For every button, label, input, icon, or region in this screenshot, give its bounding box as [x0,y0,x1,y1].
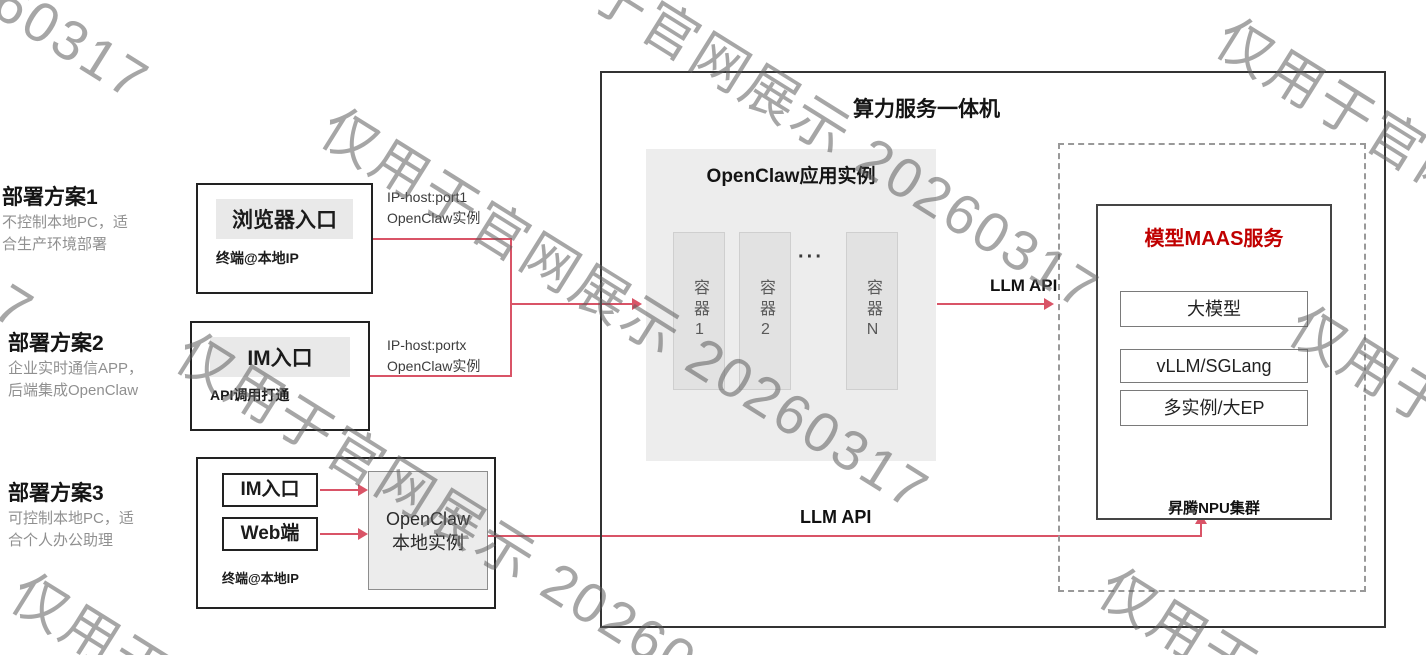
watermark-text: 仅用于官网展示 20260317 [0,0,46,343]
llm-api-bottom-label: LLM API [800,507,872,527]
maas-footer-npu-cluster: 昇腾NPU集群 [1168,500,1260,517]
container-2: 容器2 [739,232,791,390]
container-ellipsis: ··· [798,246,824,268]
local-instance-box: OpenClaw 本地实例 [368,471,488,590]
arrow-right-icon [358,484,368,496]
connector-line [320,533,360,535]
im-entry-box: IM入口 API调用打通 [190,321,370,431]
server-title: 算力服务一体机 [853,98,1000,121]
scheme2-desc-line2: 后端集成OpenClaw [8,382,139,399]
maas-title: 模型MAAS服务 [1144,228,1284,250]
connector-line [373,238,512,240]
web-entry-small-box: Web端 [222,517,318,551]
container-n-label: 容器N [864,279,881,343]
scheme3-desc-line2: 合个人办公助理 [8,532,114,549]
scheme2-title: 部署方案2 [8,332,104,355]
scheme1-conn-label-line1: IP-host:port1 [387,189,468,205]
app-cluster-title: OpenClaw应用实例 [706,166,876,187]
watermark-text: 仅用于官网展示 20260317 [0,0,168,117]
arrow-right-icon [358,528,368,540]
local-instance-line1: OpenClaw [385,508,471,529]
browser-entry-subtitle: 终端@本地IP [216,250,299,266]
connector-line [510,238,512,377]
container-1-label: 容器1 [691,279,708,343]
im-entry-title: IM入口 [210,337,350,377]
arrow-right-icon [632,298,642,310]
scheme3-desc-line1: 可控制本地PC，适 [8,510,134,527]
scheme1-desc-line1: 不控制本地PC，适 [2,214,128,231]
container-n: 容器N [846,232,898,390]
maas-item-vllm-sglang: vLLM/SGLang [1120,349,1308,383]
scheme2-conn-label-line2: OpenClaw实例 [387,358,481,374]
maas-item-large-model: 大模型 [1120,291,1308,327]
browser-entry-box: 浏览器入口 终端@本地IP [196,183,373,294]
scheme1-conn-label-line2: OpenClaw实例 [387,210,481,226]
scheme2-conn-label-line1: IP-host:portx [387,337,467,353]
scheme3-group-box [196,457,496,609]
im-entry-small-box: IM入口 [222,473,318,507]
connector-line [488,535,1202,537]
arrow-right-icon [1044,298,1054,310]
container-1: 容器1 [673,232,725,390]
container-2-label: 容器2 [757,279,774,343]
connector-line [320,489,360,491]
scheme1-title: 部署方案1 [2,186,98,209]
scheme1-desc-line2: 合生产环境部署 [2,236,108,253]
connector-line [937,303,1046,305]
scheme3-title: 部署方案3 [8,482,104,505]
browser-entry-title: 浏览器入口 [216,199,353,239]
local-instance-line2: 本地实例 [392,532,464,553]
im-entry-subtitle: API调用打通 [210,387,290,403]
server-box [600,71,1386,628]
connector-line [1200,524,1202,537]
maas-item-multi-instance: 多实例/大EP [1120,390,1308,426]
connector-line [510,303,634,305]
maas-dashed-box [1058,143,1366,592]
connector-line [370,375,512,377]
scheme2-desc-line1: 企业实时通信APP， [8,360,144,377]
scheme3-subtitle: 终端@本地IP [222,571,299,586]
llm-api-top-label: LLM API [990,276,1058,295]
